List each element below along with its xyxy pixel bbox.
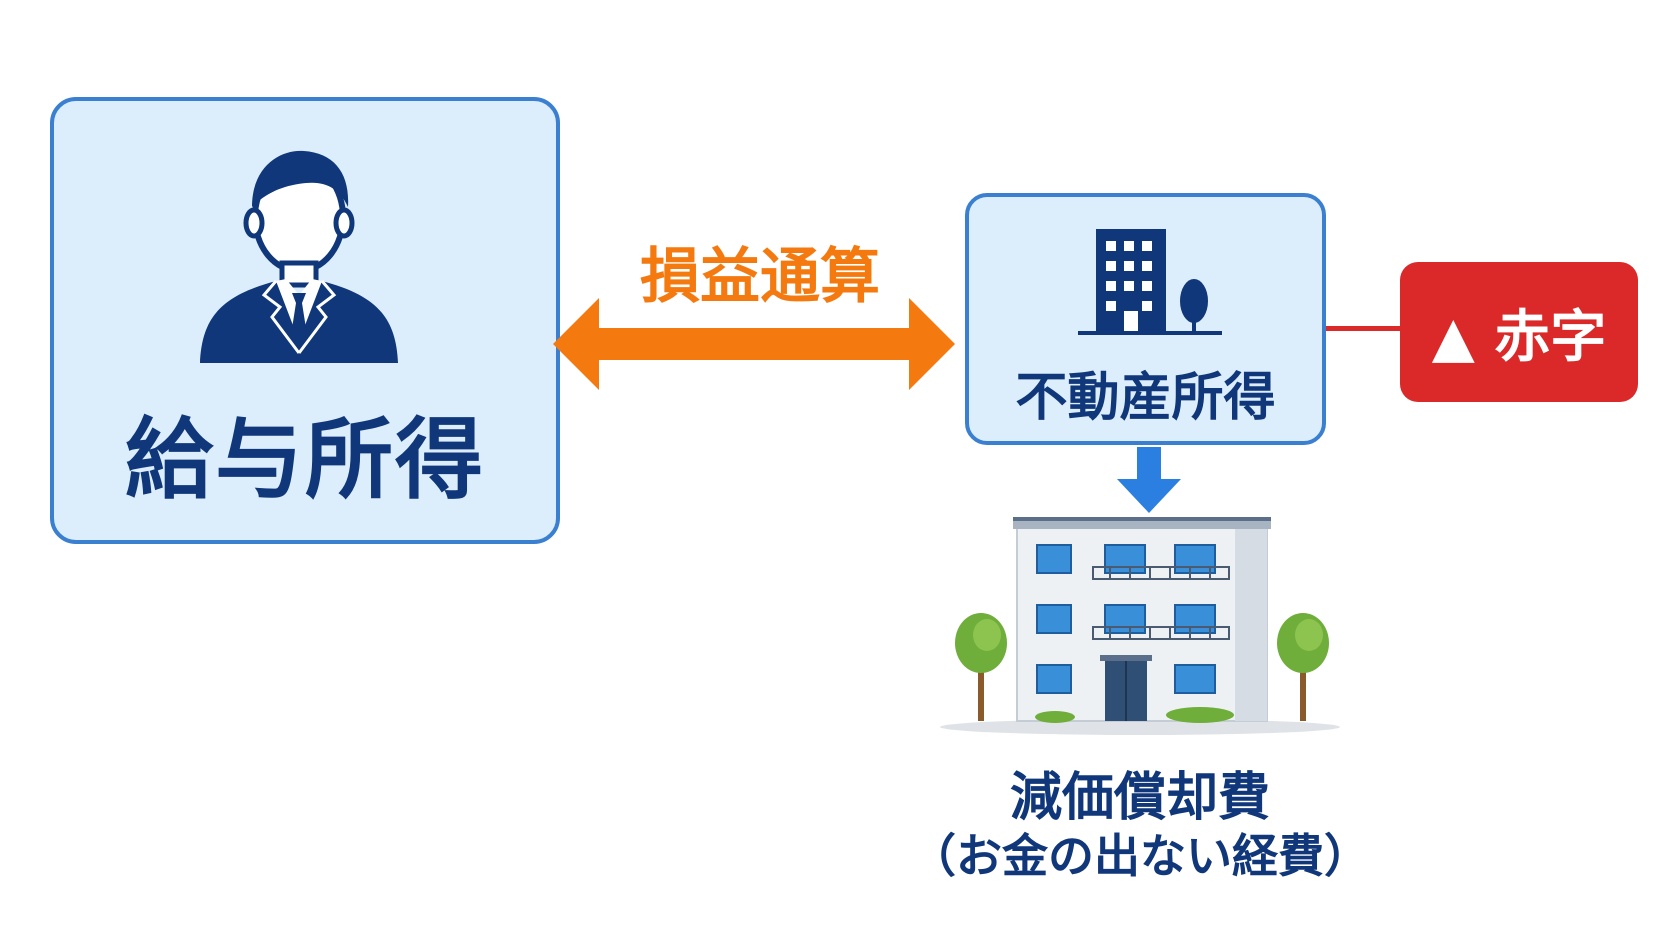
deficit-connector-line	[1326, 326, 1402, 331]
apartment-building-icon	[940, 517, 1340, 735]
businessman-icon	[200, 150, 398, 363]
loss-offset-label: 損益通算	[640, 242, 880, 312]
salary-income-label: 給与所得	[124, 408, 485, 511]
real-estate-income-label: 不動産所得	[1015, 368, 1276, 428]
salary-income-box: 給与所得	[50, 97, 560, 544]
real-estate-income-box: 不動産所得	[965, 193, 1326, 445]
deficit-badge: ▲ 赤字	[1400, 262, 1638, 402]
depreciation-note: （お金の出ない経費）	[910, 829, 1370, 883]
down-arrow-icon	[1117, 447, 1181, 513]
office-building-icon	[1078, 229, 1222, 335]
double-arrow-icon	[553, 298, 955, 390]
depreciation-title: 減価償却費	[1009, 768, 1270, 828]
